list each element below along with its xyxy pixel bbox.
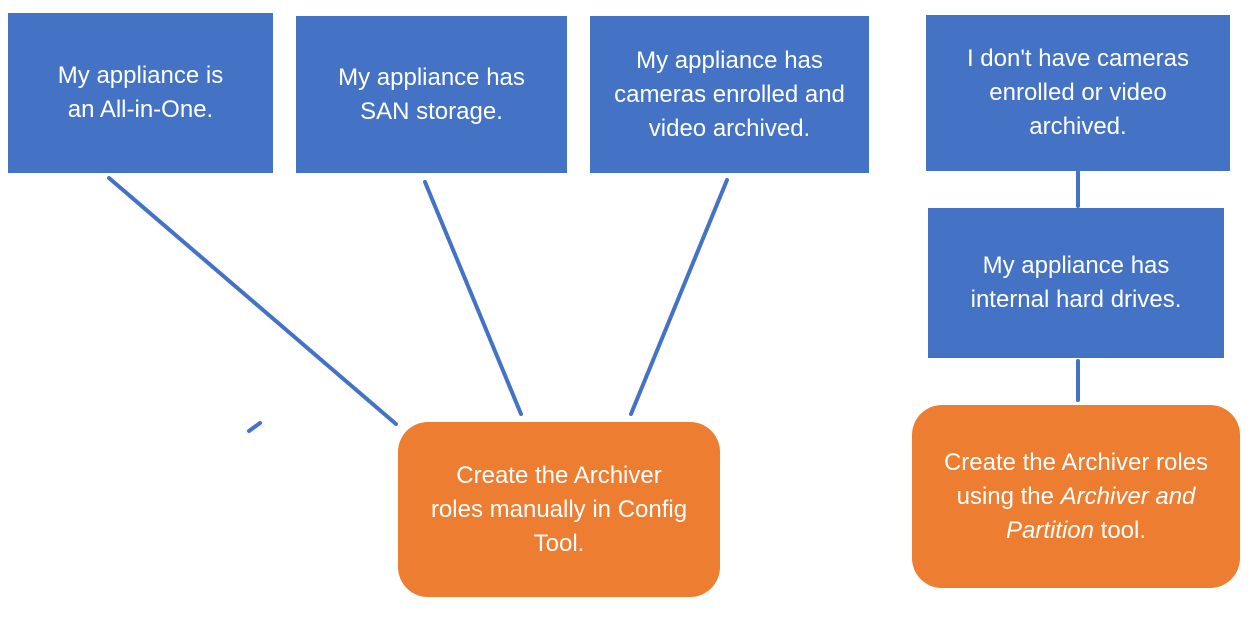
node-text-line: My appliance has xyxy=(338,63,525,91)
node-text-line: My appliance has xyxy=(982,252,1170,279)
connector-san-storage-to-config-tool xyxy=(423,180,523,416)
node-text-line: SAN storage. xyxy=(360,97,503,125)
node-internal-drives: My appliance has internal hard drives. xyxy=(928,208,1224,358)
node-all-in-one: My appliance is an All-in-One. xyxy=(8,13,273,173)
node-text-line: Tool. xyxy=(533,529,585,557)
node-text-italic-segment: Archiver and xyxy=(1060,482,1196,510)
node-config-tool: Create the Archiver roles manually in Co… xyxy=(398,422,720,597)
node-cameras-enrolled: My appliance has cameras enrolled and vi… xyxy=(590,16,869,173)
connector-all-in-one-to-config-tool xyxy=(107,176,398,426)
node-archiver-partition-tool: Create the Archiver roles using the Arch… xyxy=(912,405,1240,588)
node-text-line: I don't have cameras xyxy=(966,45,1190,72)
node-text-segment: using the xyxy=(956,482,1061,510)
connector-cameras-enrolled-to-config-tool xyxy=(629,178,729,416)
node-san-storage: My appliance has SAN storage. xyxy=(296,16,567,173)
stray-mark xyxy=(247,421,262,433)
node-no-cameras: I don't have cameras enrolled or video a… xyxy=(926,15,1230,171)
node-text-italic-segment: Partition xyxy=(1005,516,1094,544)
node-text-segment: tool. xyxy=(1094,516,1147,544)
node-text-line: video archived. xyxy=(648,114,811,142)
node-text-line: My appliance is xyxy=(57,62,224,89)
node-text-line: Create the Archiver xyxy=(456,461,662,489)
node-text-line: My appliance has xyxy=(636,46,823,74)
node-text-line: cameras enrolled and xyxy=(614,80,845,108)
node-text-line: using the Archiver and xyxy=(957,480,1196,514)
node-text-line: an All-in-One. xyxy=(67,96,214,123)
node-text-line: archived. xyxy=(1029,113,1127,140)
node-text-line: roles manually in Config xyxy=(430,495,688,523)
node-text-line: internal hard drives. xyxy=(970,286,1182,313)
node-text-line: Create the Archiver roles xyxy=(943,448,1209,476)
node-text-line: enrolled or video xyxy=(989,79,1167,106)
node-text-line: Partition tool. xyxy=(1006,514,1146,548)
